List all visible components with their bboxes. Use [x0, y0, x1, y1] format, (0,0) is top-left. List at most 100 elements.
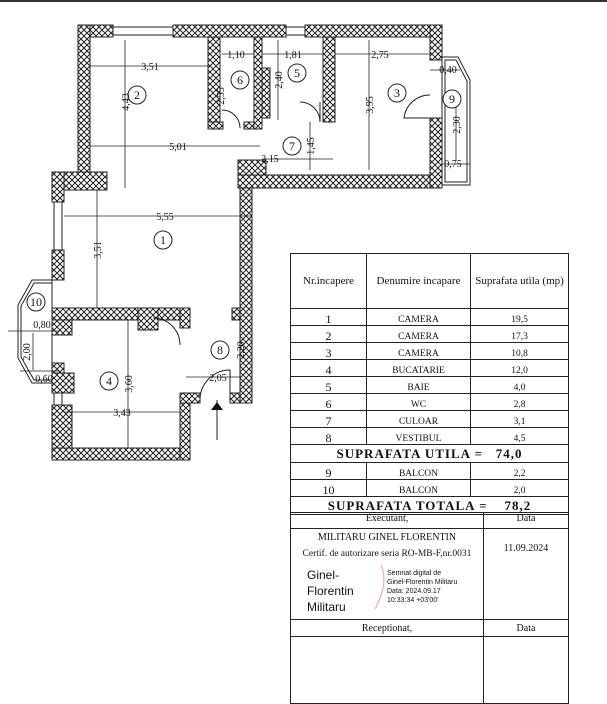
receptionat-cell — [290, 636, 484, 704]
cell-nr: 10 — [290, 479, 367, 497]
dim-b10-height: 2,00 — [22, 343, 33, 361]
digital-sign-line: Ginel-Florentin Militaru — [387, 579, 458, 587]
data-label: Data — [483, 512, 569, 529]
cell-area: 10,8 — [470, 342, 569, 360]
dim-b9-w1: 0,40 — [439, 65, 457, 76]
dim-r1-width: 5,55 — [156, 212, 174, 223]
cell-name: BUCATARIE — [366, 359, 471, 377]
dim-r6-height: 2,55 — [216, 87, 227, 105]
room-label-9: 9 — [449, 92, 455, 106]
table-header-row: Nr.incapere Denumire incapare Suprafata … — [290, 253, 569, 309]
room-label-10: 10 — [30, 295, 42, 309]
room-number-circles — [26, 63, 462, 391]
room-label-6: 6 — [237, 73, 243, 87]
signature-table: Executant, Data MILITARU GINEL FLORENTIN… — [290, 512, 569, 704]
dim-r2-height: 4,43 — [121, 93, 132, 111]
cell-nr: 7 — [290, 410, 367, 428]
cell-area: 2,0 — [470, 479, 569, 497]
receptionat-label: Receptionat, — [290, 619, 484, 637]
digital-sign-line: Semnat digital de — [387, 570, 442, 577]
balconies — [17, 56, 471, 384]
room-label-3: 3 — [394, 86, 400, 100]
cell-nr: 1 — [290, 308, 367, 326]
dim-r7-height: 1,45 — [306, 137, 317, 155]
dim-r5-height: 2,40 — [274, 71, 285, 89]
room-area-table: Nr.incapere Denumire incapare Suprafata … — [290, 253, 569, 515]
room-label-1: 1 — [160, 233, 166, 247]
dim-b9-height: 2,30 — [452, 116, 463, 134]
signer-name: Ginel- Florentin Militaru — [307, 567, 354, 616]
cell-name: BALCON — [366, 462, 471, 480]
dim-r4-width: 3,43 — [113, 408, 131, 419]
dim-r2-bottom-width: 5,01 — [169, 142, 187, 153]
dim-r4-height: 3,60 — [124, 375, 135, 393]
data-label-2: Data — [483, 619, 569, 637]
header-area: Suprafata utila (mp) — [470, 253, 569, 309]
room-label-7: 7 — [289, 139, 295, 153]
cell-name: VESTIBUL — [366, 427, 471, 445]
cell-nr: 4 — [290, 359, 367, 377]
entrance-arrow — [211, 400, 223, 440]
dim-r2-width: 3,51 — [141, 62, 159, 73]
cell-area: 2,2 — [470, 462, 569, 480]
windows — [53, 26, 306, 406]
dim-b10-w1: 0,80 — [33, 320, 51, 331]
cell-name: CAMERA — [366, 308, 471, 326]
cell-name: BALCON — [366, 479, 471, 497]
dim-r8-height: 2,20 — [236, 341, 247, 359]
dim-r8-width: 2,05 — [209, 373, 227, 384]
cell-area: 12,0 — [470, 359, 569, 377]
cell-name: WC — [366, 393, 471, 411]
signer-name-line: Ginel- — [307, 568, 340, 582]
cell-name: CAMERA — [366, 342, 471, 360]
room-label-5: 5 — [294, 66, 300, 80]
certificate: Certif. de autorizare seria RO-MB-F,nr.0… — [302, 549, 472, 559]
cell-nr: 3 — [290, 342, 367, 360]
cell-name: CAMERA — [366, 325, 471, 343]
cell-name: BAIE — [366, 376, 471, 394]
header-nr: Nr.incapere — [290, 253, 367, 309]
dim-r6-width: 1,10 — [227, 50, 245, 61]
cell-area: 17,3 — [470, 325, 569, 343]
cell-nr: 8 — [290, 427, 367, 445]
dim-r3-width: 2,75 — [371, 50, 389, 61]
cell-nr: 6 — [290, 393, 367, 411]
walls — [51, 24, 443, 461]
cell-nr: 2 — [290, 325, 367, 343]
cell-area: 19,5 — [470, 308, 569, 326]
dim-b9-w2: 0,75 — [444, 159, 462, 170]
dim-r5-width: 1,81 — [284, 50, 302, 61]
signer-name-line: Militaru — [307, 600, 346, 615]
room-label-4: 4 — [106, 374, 112, 388]
executant-name: MILITARU GINEL FLORENTIN — [317, 532, 457, 543]
room-label-2: 2 — [134, 88, 140, 102]
cell-area: 3,1 — [470, 410, 569, 428]
cell-area: 2,8 — [470, 393, 569, 411]
dim-r7-width: 2,15 — [261, 154, 279, 165]
cell-area: 4,0 — [470, 376, 569, 394]
total-util-row: SUPRAFATA UTILA = 74,0 — [290, 444, 569, 463]
receptionat-date-cell — [483, 636, 569, 704]
executant-cell: MILITARU GINEL FLORENTIN Certif. de auto… — [290, 528, 484, 620]
cell-nr: 5 — [290, 376, 367, 394]
signature-mark — [374, 564, 385, 610]
dim-r3-height: 3,95 — [365, 96, 376, 114]
executant-label: Executant, — [290, 512, 484, 529]
cell-area: 4,5 — [470, 427, 569, 445]
digital-sign-line: Data: 2024.09.17 — [387, 588, 441, 596]
dim-b10-w2: 0,60 — [35, 374, 53, 385]
room-label-8: 8 — [217, 343, 223, 357]
total-util: SUPRAFATA UTILA = 74,0 — [290, 444, 569, 463]
executant-date: 11.09.2024 — [483, 528, 569, 620]
digital-sign-line: 10:33:34 +03'00' — [387, 597, 439, 605]
cell-nr: 9 — [290, 462, 367, 480]
header-name: Denumire incapare — [366, 253, 471, 309]
